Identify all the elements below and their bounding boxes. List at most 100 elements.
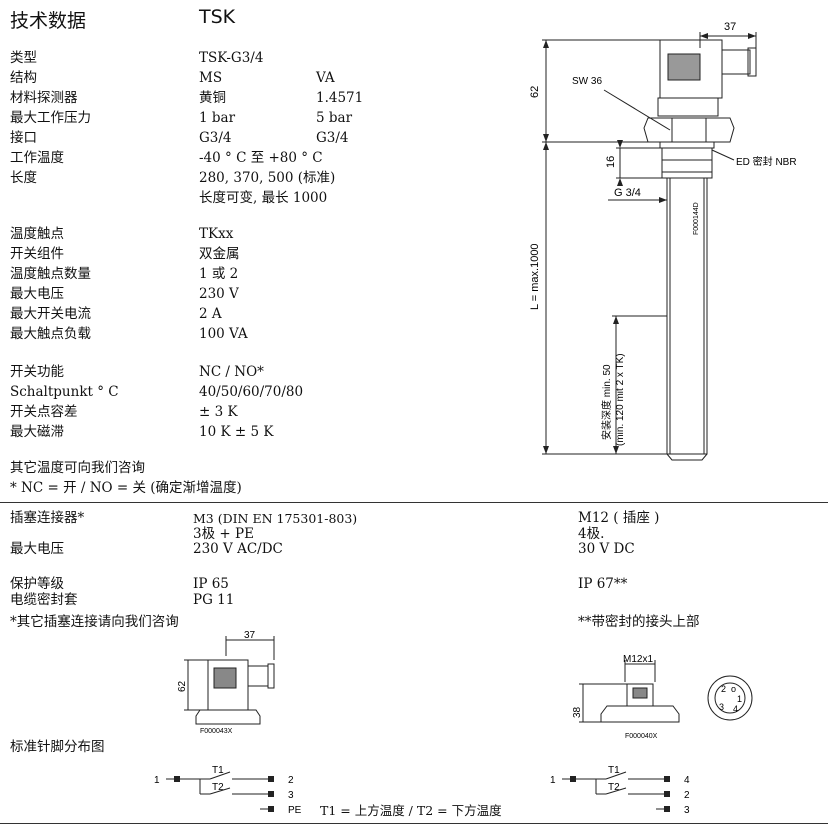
m3-pg: PG 11 xyxy=(193,592,235,608)
spec-value-alt: 5 bar xyxy=(316,110,353,126)
install-depth: 安装深度 min. 50 xyxy=(600,364,613,440)
ed-label: ED 密封 NBR xyxy=(736,155,797,168)
m12-pin-o: o xyxy=(731,684,736,694)
max-voltage-label: 最大电压 xyxy=(10,541,64,557)
spec-value: NC / NO* xyxy=(199,364,264,380)
m3-poles: 3极 + PE xyxy=(193,526,254,542)
spec-label: Schaltpunkt ° C xyxy=(10,384,119,400)
spec-value: 黄铜 xyxy=(199,90,226,106)
spec-label: 工作温度 xyxy=(10,150,64,166)
schem-left-t2: T2 xyxy=(212,782,224,793)
schem-right-t2: T2 xyxy=(608,782,620,793)
spec-label: 最大工作压力 xyxy=(10,110,91,126)
m3-voltage: 230 V AC/DC xyxy=(193,541,283,557)
spec-value: 长度可变, 最长 1000 xyxy=(199,190,328,206)
m12-poles: 4极. xyxy=(578,526,605,542)
schem-right-o2: 2 xyxy=(684,790,690,801)
protection-label: 保护等级 xyxy=(10,576,64,592)
dim-16: 16 xyxy=(605,156,617,168)
schem-left-o2: 3 xyxy=(288,790,294,801)
spec-value: 100 VA xyxy=(199,326,248,342)
sw-label: SW 36 xyxy=(572,76,602,87)
schem-left-o1: 2 xyxy=(288,775,294,786)
dim-37: 37 xyxy=(724,21,736,33)
cable-gland-label: 电缆密封套 xyxy=(10,592,78,608)
sensor-drawing: 37 62 SW 36 ED 密封 NBR 16 G 3/4 F000144D … xyxy=(529,21,797,461)
m12-pin-1: 1 xyxy=(737,694,742,704)
schem-right-in: 1 xyxy=(550,775,556,786)
m3-connector-drawing: 37 62 F000043X xyxy=(177,630,275,735)
connector-label: 插塞连接器* xyxy=(10,510,85,526)
pin-assignment-title: 标准针脚分布图 xyxy=(10,739,105,755)
m12-ip: IP 67** xyxy=(578,576,628,592)
spec-value: 10 K ± 5 K xyxy=(199,424,274,440)
g34-label: G 3/4 xyxy=(614,187,641,199)
spec-label: 长度 xyxy=(10,170,37,186)
spec-value-alt: VA xyxy=(316,70,335,86)
spec-value: MS xyxy=(199,70,223,86)
m3-ip: IP 65 xyxy=(193,576,229,592)
m12-pin-4: 4 xyxy=(733,704,738,714)
spec-label: 最大开关电流 xyxy=(10,306,91,322)
schem-left-in: 1 xyxy=(154,775,160,786)
spec-value: 2 A xyxy=(199,306,222,322)
page-title: 技术数据 xyxy=(10,10,87,32)
spec-value-alt: G3/4 xyxy=(316,130,349,146)
m12-connector-drawing: M12x1 38 F000040X 2 o 1 3 4 xyxy=(572,654,753,740)
spec-label: 接口 xyxy=(10,130,37,146)
spec-value: -40 ° C 至 +80 ° C xyxy=(199,150,323,166)
m12-dim-38: 38 xyxy=(572,706,583,718)
spec-value: 1 bar xyxy=(199,110,236,126)
m12-note: **带密封的接头上部 xyxy=(578,614,700,630)
model-name: TSK xyxy=(199,6,236,28)
m3-dim-62: 62 xyxy=(177,680,188,692)
m12-voltage: 30 V DC xyxy=(578,541,635,557)
spec-label: 开关组件 xyxy=(10,246,64,262)
spec-value: 230 V xyxy=(199,286,239,302)
m3-code: F000043X xyxy=(200,728,233,735)
bottom-divider xyxy=(0,823,828,824)
spec-value-alt: 1.4571 xyxy=(316,90,364,106)
schem-right-o3: 3 xyxy=(684,805,690,816)
schem-right-o1: 4 xyxy=(684,775,690,786)
spec-value: TSK-G3/4 xyxy=(199,50,264,66)
spec-value: 1 或 2 xyxy=(199,266,239,282)
m3-spec: M3 (DIN EN 175301-803) xyxy=(193,511,358,526)
spec-value: ± 3 K xyxy=(199,404,238,420)
m12-pin-2: 2 xyxy=(721,684,726,694)
m12-label: M12x1 xyxy=(623,654,653,665)
m12-spec: M12 ( 插座 ) xyxy=(578,510,660,526)
schem-right-t1: T1 xyxy=(608,765,620,776)
spec-label: 最大电压 xyxy=(10,286,64,302)
spec-label: 温度触点 xyxy=(10,226,64,242)
schem-left-pe: PE xyxy=(288,805,302,816)
dim-62: 62 xyxy=(529,86,541,98)
spec-label: 开关点容差 xyxy=(10,404,78,420)
m12-code: F000040X xyxy=(625,733,658,740)
spec-label: 温度触点数量 xyxy=(10,266,91,282)
schem-left-t1: T1 xyxy=(212,765,224,776)
spec-label: 结构 xyxy=(10,70,37,86)
length-label: L = max.1000 xyxy=(529,243,541,310)
connector-note: *其它插塞连接请向我们咨询 xyxy=(10,614,179,630)
divider xyxy=(0,502,828,503)
spec-label: 开关功能 xyxy=(10,364,64,380)
spec-value: 40/50/60/70/80 xyxy=(199,384,304,400)
pin-caption: T1 = 上方温度 / T2 = 下方温度 xyxy=(320,803,502,818)
note-temperature: 其它温度可向我们咨询 xyxy=(10,460,145,476)
spec-label: 材料探测器 xyxy=(10,90,78,106)
spec-label: 最大磁滞 xyxy=(10,424,64,440)
schematic-m3: 1 T1 T2 2 3 PE xyxy=(154,765,302,816)
m12-pin-3: 3 xyxy=(719,702,724,712)
spec-value: 双金属 xyxy=(199,246,240,262)
note-nc-no: * NC = 开 / NO = 关 (确定渐增温度) xyxy=(10,480,242,496)
spec-value: 280, 370, 500 (标准) xyxy=(199,170,336,186)
m3-dim-37: 37 xyxy=(244,630,256,641)
spec-label: 类型 xyxy=(10,50,37,66)
spec-label: 最大触点负载 xyxy=(10,326,91,342)
schematic-m12: 1 T1 T2 4 2 3 xyxy=(550,765,690,816)
spec-value: G3/4 xyxy=(199,130,232,146)
install-depth-2: (min. 120 mit 2 x TK) xyxy=(615,353,626,446)
drawing-code: F000144D xyxy=(693,202,700,235)
spec-value: TKxx xyxy=(199,226,234,242)
